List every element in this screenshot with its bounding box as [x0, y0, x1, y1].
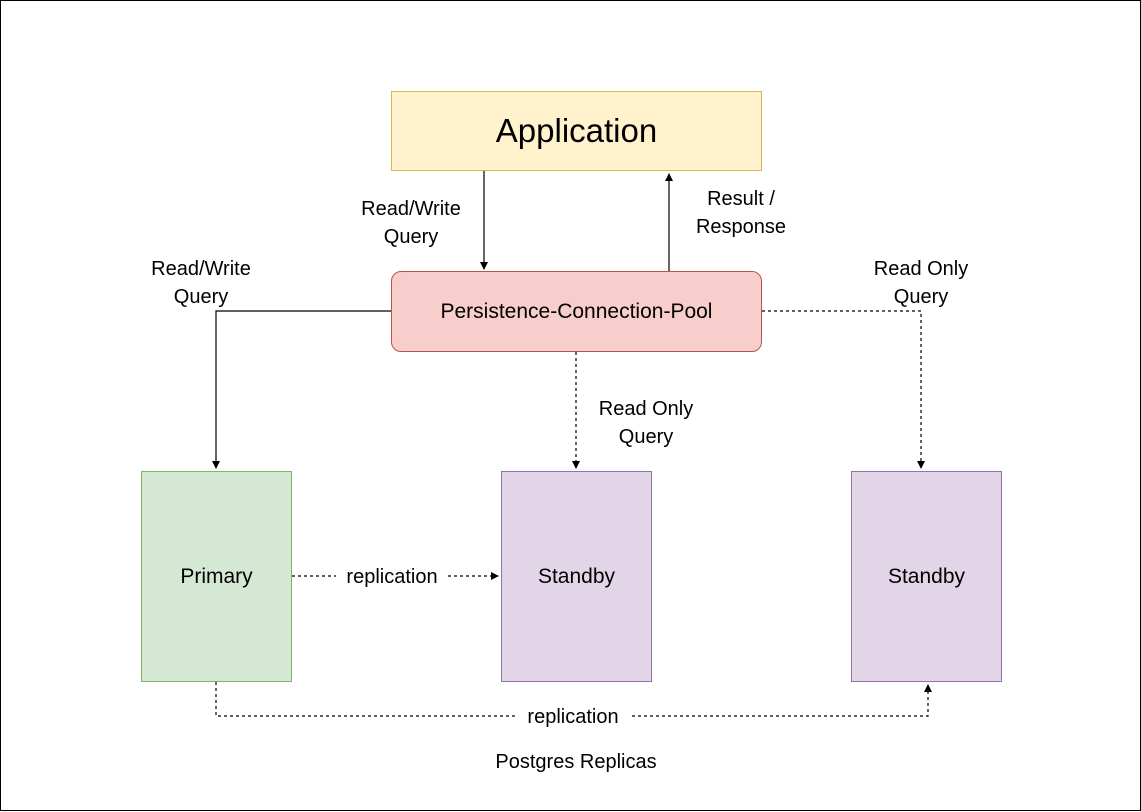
application-node[interactable]: Application [391, 91, 762, 171]
edge-label-replication-to-standby-2: replication [515, 703, 631, 731]
edge-label-read-only-to-standby-2: Read Only Query [873, 258, 969, 308]
edge-pool-to-standby-2 [762, 310, 925, 469]
standby-1-label: Standby [537, 564, 616, 588]
edge-label-read-write-to-pool: Read/Write Query [361, 198, 461, 248]
diagram-caption: Postgres Replicas [495, 751, 657, 773]
primary-label: Primary [180, 564, 253, 588]
connection-pool-node[interactable]: Persistence-Connection-Pool [391, 271, 762, 352]
edge-label-read-write-to-primary: Read/Write Query [151, 258, 251, 308]
application-label: Application [495, 112, 658, 149]
primary-node[interactable]: Primary [141, 471, 292, 682]
standby-node-2[interactable]: Standby [851, 471, 1002, 682]
connection-pool-label: Persistence-Connection-Pool [440, 299, 713, 323]
edge-label-replication-to-standby-1: replication [336, 563, 448, 591]
standby-2-label: Standby [887, 564, 966, 588]
edge-label-read-only-to-standby-1: Read Only Query [598, 398, 694, 448]
standby-node-1[interactable]: Standby [501, 471, 652, 682]
edge-label-result-response: Result / Response [695, 188, 787, 238]
edge-pool-to-primary [212, 310, 391, 469]
